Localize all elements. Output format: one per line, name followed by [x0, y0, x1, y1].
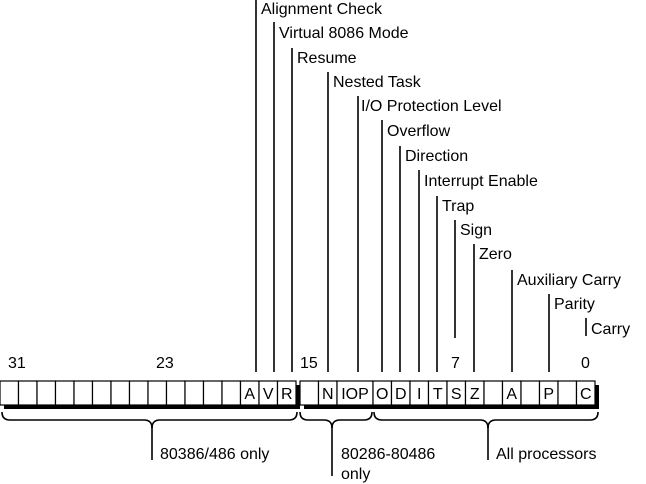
group-braces [1, 411, 599, 476]
bit-number-15: 15 [300, 355, 318, 372]
register-bit-label: D [395, 386, 407, 403]
brace-all-processors [373, 411, 599, 429]
register-bit-label: IOP [341, 386, 369, 403]
group-label-all-processors: All processors [496, 446, 596, 463]
register-bit-cell [54, 380, 75, 406]
label-alignment-check: Alignment Check [261, 1, 383, 18]
register-bit-cell [520, 380, 541, 406]
label-parity: Parity [554, 296, 595, 313]
register-bit-label: S [451, 386, 462, 403]
brace-80286-80486 [299, 411, 373, 429]
register-bit-cell [557, 380, 578, 406]
label-io-protection-level: I/O Protection Level [361, 98, 502, 115]
register-bit-label: O [376, 386, 388, 403]
label-carry: Carry [591, 321, 630, 338]
register-bit-cell [483, 380, 504, 406]
register-bit-label: C [580, 386, 592, 403]
label-nested-task: Nested Task [333, 74, 422, 91]
register-bit-cell [0, 380, 20, 406]
register-bit-cell [299, 380, 320, 406]
label-interrupt-enable: Interrupt Enable [424, 173, 538, 190]
register-bit-cell [128, 380, 149, 406]
label-sign: Sign [460, 222, 492, 239]
register-bit-label: P [543, 386, 554, 403]
register-bit-label: V [263, 386, 274, 403]
label-direction: Direction [405, 148, 468, 165]
bit-numbers: 31 23 15 7 0 [8, 355, 590, 372]
label-overflow: Overflow [387, 123, 451, 140]
label-zero: Zero [479, 246, 512, 263]
register-bit-cell [184, 380, 205, 406]
register-bit-cell [36, 380, 57, 406]
register-bit-label: A [506, 386, 517, 403]
label-auxiliary-carry: Auxiliary Carry [517, 272, 621, 289]
bit-number-31: 31 [8, 355, 26, 372]
register-bit-label: N [322, 386, 334, 403]
group-label-80286-80486: 80286-80486 [341, 446, 435, 463]
register-bit-label: A [244, 386, 255, 403]
brace-80386-486 [1, 411, 298, 429]
register-bit-cell [73, 380, 94, 406]
label-resume: Resume [297, 50, 357, 67]
label-trap: Trap [442, 198, 474, 215]
register-bit-cell [165, 380, 186, 406]
register-bit-label: I [417, 386, 421, 403]
register-bit-label: Z [470, 386, 480, 403]
register-bit-cell [202, 380, 223, 406]
leader-lines [255, 0, 587, 372]
bit-number-23: 23 [156, 355, 174, 372]
register-bit-cell [276, 380, 297, 406]
register-bit-cell [110, 380, 131, 406]
register-bit-label: R [281, 386, 293, 403]
group-label-80286-80486-only: only [341, 466, 370, 483]
flag-labels: Alignment Check Virtual 8086 Mode Resume… [261, 1, 630, 338]
register-bit-cell [17, 380, 38, 406]
bit-number-7: 7 [451, 355, 460, 372]
register-bit-cell [147, 380, 168, 406]
register-bit-cell [91, 380, 112, 406]
register-bit-cell [575, 380, 596, 406]
bit-number-0: 0 [581, 355, 590, 372]
label-virtual-8086-mode: Virtual 8086 Mode [279, 25, 409, 42]
group-labels: 80386/486 only 80286-80486 only All proc… [160, 446, 596, 483]
group-label-80386-486: 80386/486 only [160, 446, 269, 463]
register-bit-cell [221, 380, 242, 406]
register-bit-label: T [433, 386, 443, 403]
